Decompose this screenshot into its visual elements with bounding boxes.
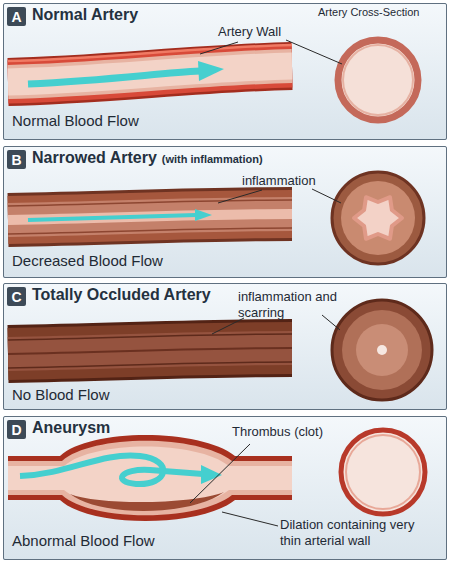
panel-heading: Narrowed Artery (with inflammation)	[32, 149, 263, 167]
panel-letter-box: C	[7, 287, 26, 306]
panel-letter: A	[11, 10, 21, 24]
panel-ground	[3, 283, 447, 410]
cross-section-ring	[332, 300, 432, 400]
leader-line	[212, 318, 244, 334]
cross-section-ring	[332, 172, 424, 264]
occluded-artery	[8, 300, 432, 400]
panel-title: Normal Artery	[32, 6, 138, 23]
callout-label: inflammation and scarring	[238, 289, 338, 320]
flow-arrow	[28, 71, 200, 84]
cross-section-inner	[343, 45, 413, 115]
panel-letter: C	[11, 290, 21, 304]
view-label: Artery Cross-Section	[318, 6, 419, 19]
scarred-wall	[8, 348, 292, 354]
wall-streak	[8, 334, 292, 340]
leader-line	[312, 189, 341, 203]
narrow-lumen	[8, 214, 292, 220]
cross-section-ring	[341, 430, 425, 514]
closed-lumen	[377, 345, 387, 355]
artery-wall	[8, 348, 292, 354]
leader-line	[322, 315, 340, 330]
panel-heading: Normal Artery	[32, 6, 138, 24]
callout-label: Thrombus (clot)	[232, 424, 323, 440]
panel-ground	[3, 416, 447, 560]
panel-heading: Totally Occluded Artery	[32, 286, 211, 304]
aneurysm	[8, 430, 425, 526]
artery-wall	[8, 441, 292, 516]
wall-streak	[8, 362, 292, 368]
wall-streak	[8, 348, 292, 354]
panel-title: Aneurysm	[32, 419, 110, 436]
wall-streak	[8, 228, 292, 234]
narrowed-artery	[8, 172, 424, 264]
panel-letter-box: D	[7, 420, 26, 439]
artery-outer-wall	[8, 435, 292, 521]
panel-letter-box: B	[7, 150, 26, 169]
normal-artery	[8, 40, 418, 120]
leader-line	[190, 444, 250, 503]
leader-line	[218, 190, 262, 203]
panel-letter-box: A	[7, 7, 26, 26]
panel-title: Totally Occluded Artery	[32, 286, 211, 303]
artery-lumen	[8, 447, 292, 510]
leader-line	[222, 512, 278, 526]
cross-section-inner	[346, 435, 420, 509]
flow-caption: Abnormal Blood Flow	[12, 532, 155, 550]
artery-wall	[8, 214, 292, 220]
callout-label: Dilation containing very thin arterial w…	[280, 517, 438, 548]
wall-highlight	[8, 45, 292, 61]
panel-ground	[3, 3, 447, 140]
flow-caption: No Blood Flow	[12, 386, 110, 404]
flow-arrowhead	[198, 61, 224, 81]
panel-title: Narrowed Artery	[32, 149, 157, 166]
flow-caption: Decreased Blood Flow	[12, 252, 163, 270]
flow-arrow	[28, 215, 196, 220]
panel-letter: B	[11, 153, 21, 167]
artery-outer-wall	[8, 348, 292, 354]
flow-caption: Normal Blood Flow	[12, 112, 139, 130]
cross-section-wall	[341, 181, 415, 255]
inflamed-wall	[8, 214, 292, 220]
flow-arrowhead	[195, 209, 212, 221]
wall-streak	[8, 200, 292, 206]
panel-ground	[3, 146, 447, 278]
flow-arrow	[20, 456, 203, 485]
callout-label: Artery Wall	[218, 24, 281, 40]
cross-section-ring	[338, 40, 418, 120]
callout-label: inflammation	[242, 173, 316, 189]
leader-line	[200, 42, 238, 54]
panel-subtitle: (with inflammation)	[162, 153, 263, 165]
leader-line	[286, 40, 342, 64]
scar-tissue	[356, 324, 408, 376]
thrombus	[70, 492, 224, 511]
cross-section-wall	[342, 310, 422, 390]
panel-letter: D	[11, 423, 21, 437]
artery-outer-wall	[8, 214, 292, 220]
narrowed-lumen	[354, 197, 402, 239]
panel-heading: Aneurysm	[32, 419, 110, 437]
